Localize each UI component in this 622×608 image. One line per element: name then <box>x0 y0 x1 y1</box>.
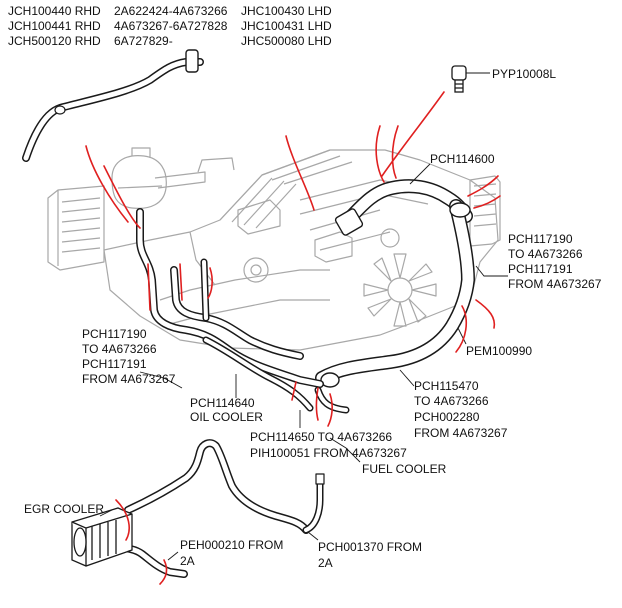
label-line: PCH002280 <box>414 410 480 424</box>
highlight-marks <box>85 91 501 585</box>
label-line: TO 4A673266 <box>414 394 489 408</box>
label-line: FROM 4A673267 <box>414 426 508 440</box>
label-pyp10008l: PYP10008L <box>492 67 557 81</box>
label-line: TO 4A673266 <box>508 247 583 261</box>
leader-lines <box>99 72 508 561</box>
label-line: PCH114640 <box>190 396 255 410</box>
label-line: PCH117190 <box>508 232 573 246</box>
part-alt: JHC500080 LHD <box>241 34 332 48</box>
hose-set <box>22 49 475 578</box>
part-header-row-3: JCH500120 RHD 6A727829- JHC500080 LHD <box>8 34 348 49</box>
label-line: 2A <box>318 556 333 570</box>
part-header-row-2: JCH100441 RHD 4A673267-6A727828 JHC10043… <box>8 19 348 34</box>
part-range: 4A673267-6A727828 <box>114 19 228 33</box>
label-line: PCH117191 <box>82 357 147 371</box>
engine-block <box>47 147 501 351</box>
label-line: FROM 4A673267 <box>82 372 176 386</box>
label-line: PIH100051 FROM 4A673267 <box>250 446 407 460</box>
part-alt: JHC100430 LHD <box>241 4 332 18</box>
label-line: OIL COOLER <box>190 410 263 424</box>
label-pem100990: PEM100990 <box>466 344 533 358</box>
part-alt: JHC100431 LHD <box>241 19 332 33</box>
label-pch114600: PCH114600 <box>430 152 495 166</box>
part-range: 2A622424-4A673266 <box>114 4 228 18</box>
label-line: 2A <box>180 554 195 568</box>
label-line: PCH117190 <box>82 327 147 341</box>
label-line: TO 4A673266 <box>82 342 157 356</box>
label-fuel-cooler: FUEL COOLER <box>362 462 447 476</box>
label-line: PCH114650 TO 4A673266 <box>250 430 393 444</box>
label-egr-cooler: EGR COOLER <box>24 502 105 516</box>
label-line: PCH001370 FROM <box>318 540 423 554</box>
label-line: PEH000210 FROM <box>180 538 284 552</box>
part-code: JCH500120 RHD <box>8 34 101 48</box>
pyp-fitting <box>451 65 467 93</box>
part-code: JCH100441 RHD <box>8 19 101 33</box>
part-range: 6A727829- <box>114 34 173 48</box>
label-line: FROM 4A673267 <box>508 277 602 291</box>
label-line: PCH115470 <box>414 379 479 393</box>
part-header-row-1: JCH100440 RHD 2A622424-4A673266 JHC10043… <box>8 4 348 19</box>
egr-cooler-body <box>71 507 133 567</box>
part-code: JCH100440 RHD <box>8 4 101 18</box>
label-line: PCH117191 <box>508 262 573 276</box>
